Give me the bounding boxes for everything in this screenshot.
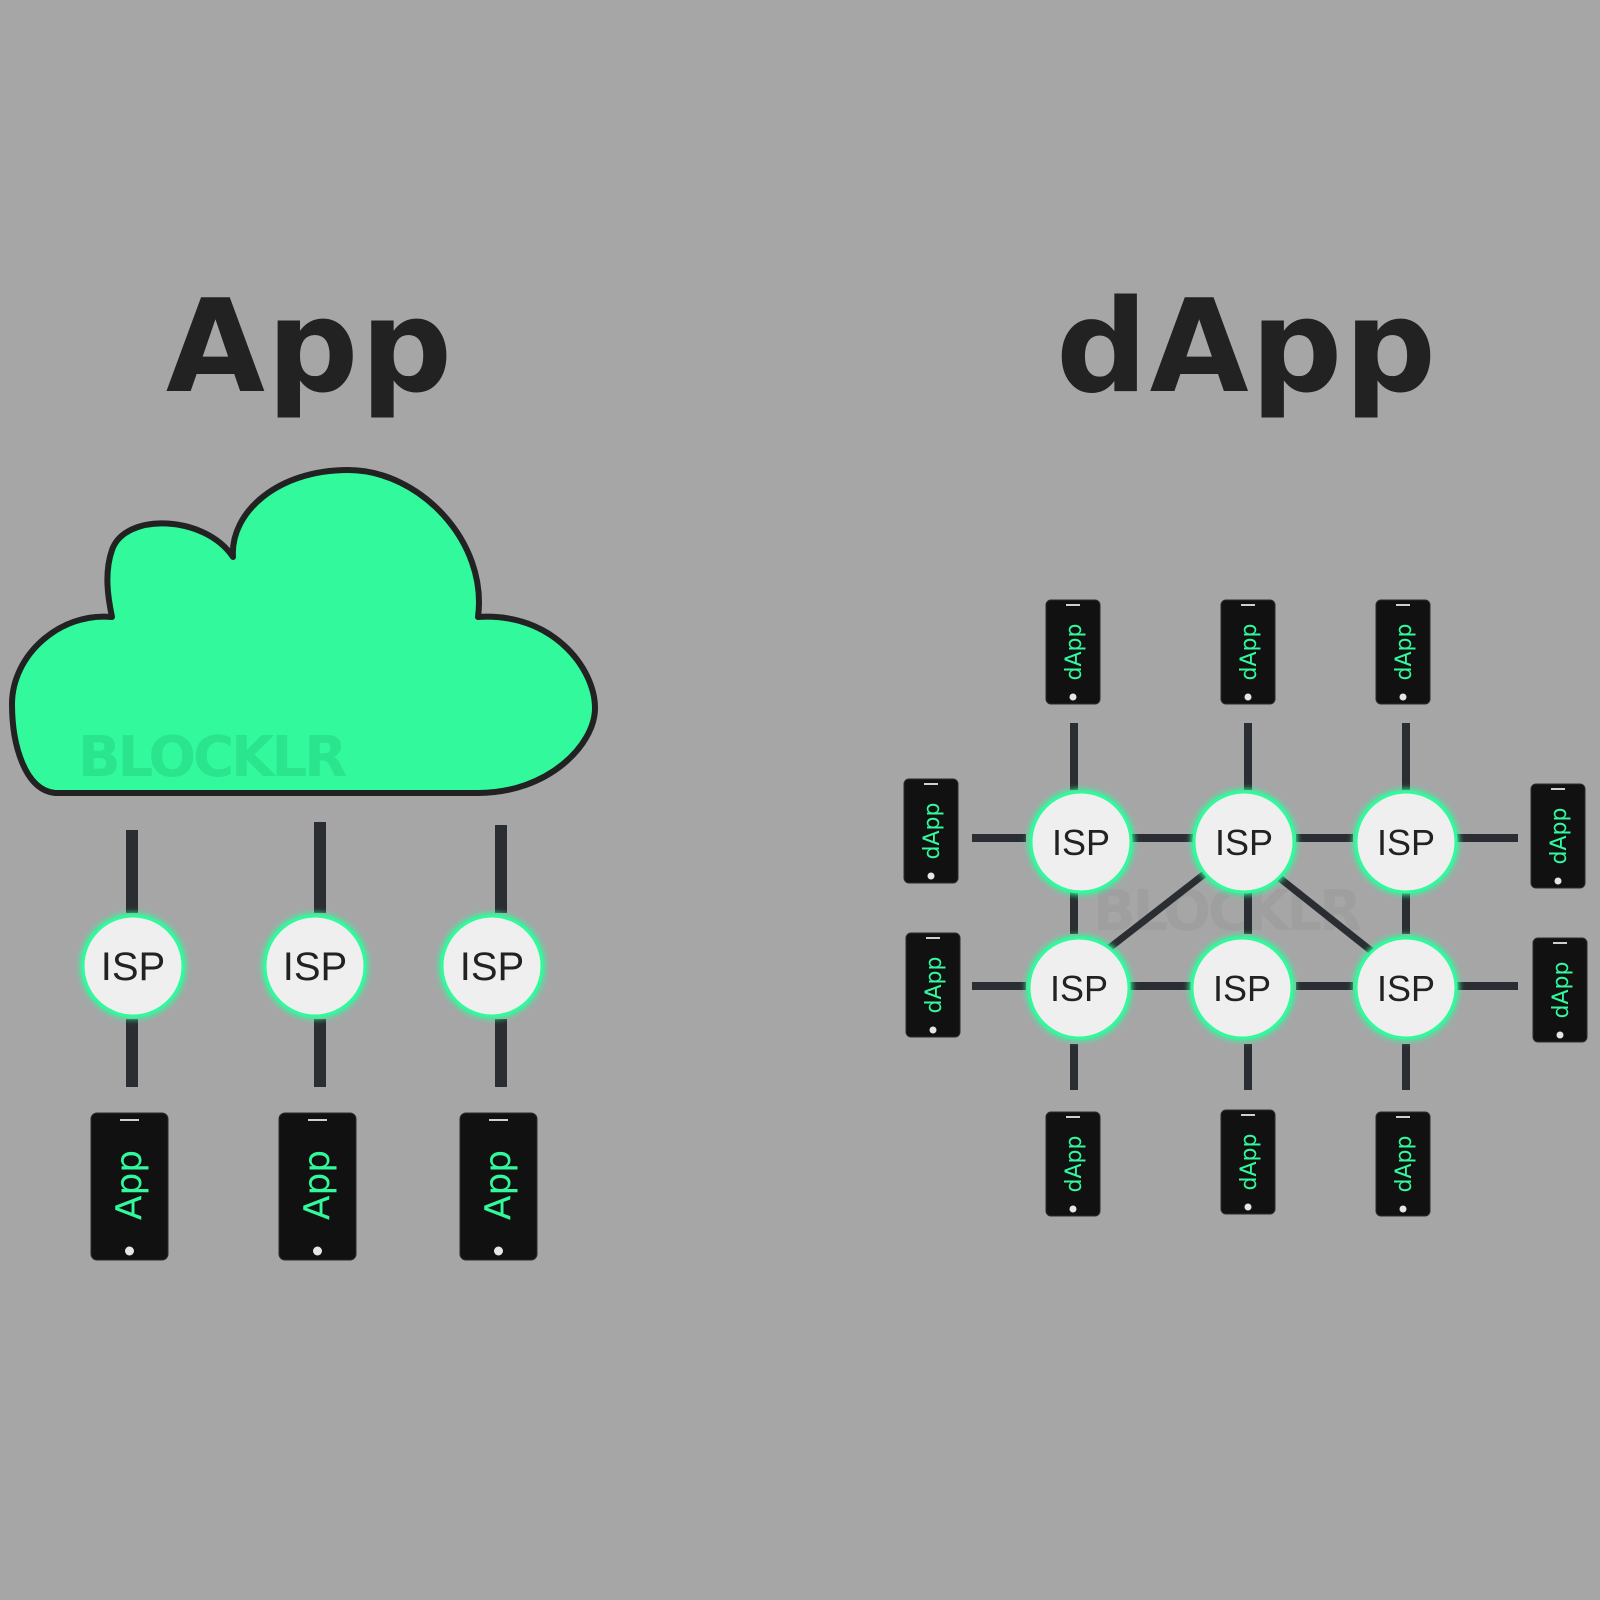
phone-label: dApp <box>922 957 947 1014</box>
isp-label: ISP <box>283 945 347 989</box>
phone-label: dApp <box>1392 624 1417 681</box>
phone-label: dApp <box>920 803 945 860</box>
isp-node: ISP <box>1189 935 1295 1041</box>
phone-label: App <box>297 1150 338 1220</box>
phone-label: dApp <box>1062 624 1087 681</box>
dapp-links <box>972 723 1518 1090</box>
isp-node: ISP <box>439 913 545 1019</box>
phone-icon: dApp <box>1045 1111 1101 1217</box>
phone-label: App <box>478 1150 519 1220</box>
isp-label: ISP <box>1215 822 1273 863</box>
isp-label: ISP <box>1052 822 1110 863</box>
isp-label: ISP <box>1377 822 1435 863</box>
isp-node: ISP <box>80 913 186 1019</box>
isp-node: ISP <box>1026 935 1132 1041</box>
phone-icon: dApp <box>1045 599 1101 705</box>
isp-label: ISP <box>1213 968 1271 1009</box>
phone-icon: dApp <box>1220 599 1276 705</box>
isp-node: ISP <box>1353 935 1459 1041</box>
phone-label: dApp <box>1237 1134 1262 1191</box>
phone-icon: App <box>278 1112 357 1261</box>
phone-icon: App <box>459 1112 538 1261</box>
dapp-title: dApp <box>1056 273 1438 422</box>
phone-icon: App <box>90 1112 169 1261</box>
cloud-icon <box>9 467 598 796</box>
phone-label: dApp <box>1237 624 1262 681</box>
app-links <box>126 822 507 1087</box>
phone-icon: dApp <box>1532 937 1588 1043</box>
phone-icon: dApp <box>1375 1111 1431 1217</box>
isp-label: ISP <box>101 945 165 989</box>
phone-label: App <box>109 1150 150 1220</box>
link <box>1274 873 1377 956</box>
phone-icon: dApp <box>905 932 961 1038</box>
isp-node: ISP <box>1353 789 1459 895</box>
app-title: App <box>165 273 455 422</box>
isp-label: ISP <box>1050 968 1108 1009</box>
phone-label: dApp <box>1549 962 1574 1019</box>
phone-label: dApp <box>1547 808 1572 865</box>
phone-icon: dApp <box>1375 599 1431 705</box>
isp-node: ISP <box>1028 789 1134 895</box>
isp-node: ISP <box>1191 789 1297 895</box>
dapp-diagram: BLOCKLR <box>903 599 1588 1217</box>
phone-icon: dApp <box>1220 1109 1276 1215</box>
link <box>1105 869 1210 952</box>
phone-label: dApp <box>1392 1136 1417 1193</box>
phone-label: dApp <box>1062 1136 1087 1193</box>
phone-icon: dApp <box>1530 783 1586 889</box>
watermark: BLOCKLR <box>78 725 346 790</box>
phone-icon: dApp <box>903 778 959 884</box>
isp-label: ISP <box>1377 968 1435 1009</box>
app-diagram: BLOCKLR ISP ISP ISP <box>9 467 598 1261</box>
isp-node: ISP <box>262 913 368 1019</box>
isp-label: ISP <box>460 945 524 989</box>
